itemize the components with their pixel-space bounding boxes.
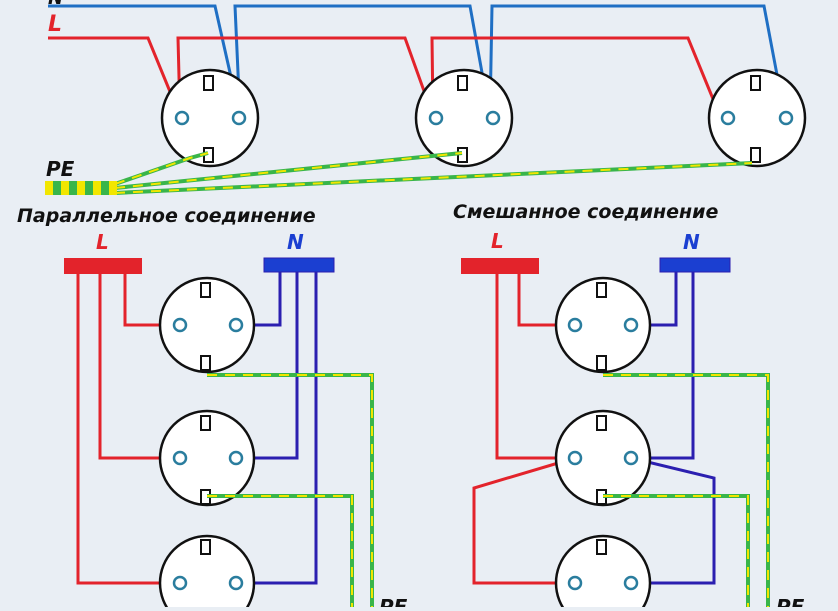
parallel-l-label: L bbox=[96, 230, 109, 254]
parallel-connection: Параллельное соединение L N bbox=[17, 205, 408, 611]
top-n-label: N bbox=[48, 0, 63, 9]
top-phase-wire bbox=[48, 36, 722, 117]
mixed-neutral-wire-2 bbox=[631, 272, 695, 460]
parallel-ground-wires bbox=[207, 373, 374, 607]
mixed-pe-label: PE bbox=[776, 595, 805, 607]
top-daisy-chain: N L PE bbox=[45, 0, 807, 195]
parallel-n-label: N bbox=[287, 230, 304, 254]
parallel-neutral-bus bbox=[263, 257, 335, 273]
parallel-phase-wire-2 bbox=[98, 272, 180, 460]
top-ground-wires bbox=[45, 151, 753, 195]
parallel-socket-2 bbox=[158, 409, 256, 507]
top-socket-1 bbox=[160, 68, 260, 168]
mixed-socket-2 bbox=[554, 409, 652, 507]
top-socket-3 bbox=[707, 68, 807, 168]
mixed-title: Смешанное соединение bbox=[453, 201, 718, 223]
top-neutral-wire bbox=[48, 4, 787, 118]
top-pe-label: PE bbox=[46, 157, 75, 181]
parallel-socket-3 bbox=[158, 534, 256, 611]
mixed-phase-wire-2 bbox=[495, 272, 575, 460]
mixed-phase-wire-3 bbox=[472, 456, 576, 585]
top-socket-2 bbox=[414, 68, 514, 168]
parallel-pe-label: PE bbox=[379, 595, 408, 607]
mixed-socket-3 bbox=[554, 534, 652, 611]
parallel-title: Параллельное соединение bbox=[17, 205, 316, 227]
mixed-ground-wires bbox=[603, 373, 770, 607]
mixed-n-label: N bbox=[683, 230, 700, 254]
mixed-neutral-wire-3 bbox=[630, 456, 716, 585]
parallel-phase-bus bbox=[64, 258, 142, 274]
mixed-neutral-bus bbox=[659, 257, 731, 273]
mixed-connection: Смешанное соединение L N bbox=[453, 201, 805, 611]
parallel-phase-wire-3 bbox=[76, 272, 180, 585]
parallel-socket-1 bbox=[158, 276, 256, 374]
mixed-phase-bus bbox=[461, 258, 539, 274]
top-l-label: L bbox=[48, 12, 62, 37]
mixed-socket-1 bbox=[554, 276, 652, 374]
parallel-neutral-wire-2 bbox=[236, 272, 299, 460]
mixed-l-label: L bbox=[491, 229, 504, 253]
